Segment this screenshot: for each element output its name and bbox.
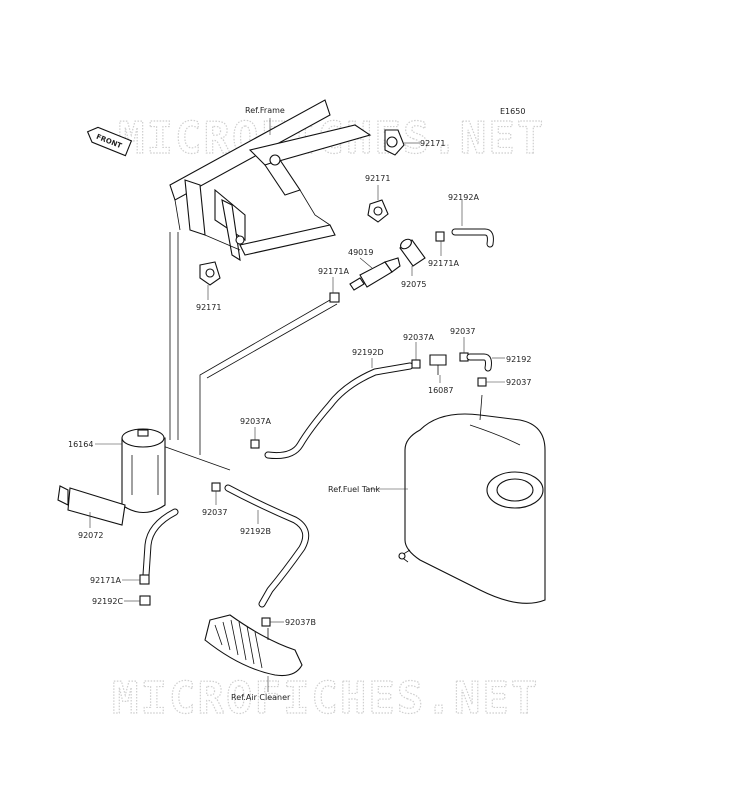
clamp-92171-mid xyxy=(367,199,389,223)
canister-16164 xyxy=(121,428,166,514)
clip-92171A-mid xyxy=(329,292,340,303)
coupler-92075 xyxy=(399,238,426,267)
label-49019: 49019 xyxy=(348,248,373,257)
bracket-92072 xyxy=(57,485,126,526)
clamp-92171-top xyxy=(384,129,405,156)
label-92037-right: 92037 xyxy=(506,378,531,387)
label-92192B: 92192B xyxy=(240,527,271,536)
label-16087: 16087 xyxy=(428,386,453,395)
hose-92192B xyxy=(224,484,310,608)
diagram-code: E1650 xyxy=(500,107,525,116)
fuel-filter-49019 xyxy=(349,257,401,291)
label-92171-mid: 92171 xyxy=(365,174,390,183)
label-92192D: 92192D xyxy=(352,348,384,357)
ref-air-cleaner-label: Ref.Air Cleaner xyxy=(231,693,291,702)
label-92171A-low: 92171A xyxy=(90,576,121,585)
watermark-bottom: MICROFICHES.NET xyxy=(112,673,539,724)
clip-92037A-left xyxy=(250,439,260,449)
clip-92037-mid xyxy=(211,482,221,492)
clip-92037-right xyxy=(477,377,487,387)
front-arrow-icon: FRONT xyxy=(86,126,133,157)
label-92037B: 92037B xyxy=(285,618,316,627)
clamp-92171-left xyxy=(199,261,221,286)
label-92171-left: 92171 xyxy=(196,303,221,312)
hose-canister-drain xyxy=(142,508,179,579)
hose-92192D xyxy=(264,362,414,459)
label-16164: 16164 xyxy=(68,440,93,449)
ref-fuel-tank-label: Ref.Fuel Tank xyxy=(328,485,380,494)
label-92037A-top: 92037A xyxy=(403,333,434,342)
label-92192C: 92192C xyxy=(92,597,123,606)
hose-92192C xyxy=(139,595,151,606)
clip-92171A-right xyxy=(435,231,445,242)
clip-92037B xyxy=(261,617,271,627)
fuel-tank xyxy=(398,394,546,604)
hose-92192 xyxy=(466,353,492,372)
label-92171A-mid: 92171A xyxy=(318,267,349,276)
frame-assembly xyxy=(169,99,372,262)
label-92171A-right: 92171A xyxy=(428,259,459,268)
valve-16087 xyxy=(429,354,447,375)
label-92037-mid: 92037 xyxy=(202,508,227,517)
air-cleaner-boot xyxy=(204,614,303,677)
label-92037A-left: 92037A xyxy=(240,417,271,426)
label-92075: 92075 xyxy=(401,280,426,289)
hose-92192A xyxy=(451,228,494,248)
label-92192A: 92192A xyxy=(448,193,479,202)
label-92171-top: 92171 xyxy=(420,139,445,148)
label-92037-top: 92037 xyxy=(450,327,475,336)
clip-92171A-low xyxy=(139,574,150,585)
clip-92037A-top xyxy=(411,359,421,369)
label-92192: 92192 xyxy=(506,355,531,364)
ref-frame-label: Ref.Frame xyxy=(245,106,285,115)
label-92072: 92072 xyxy=(78,531,103,540)
